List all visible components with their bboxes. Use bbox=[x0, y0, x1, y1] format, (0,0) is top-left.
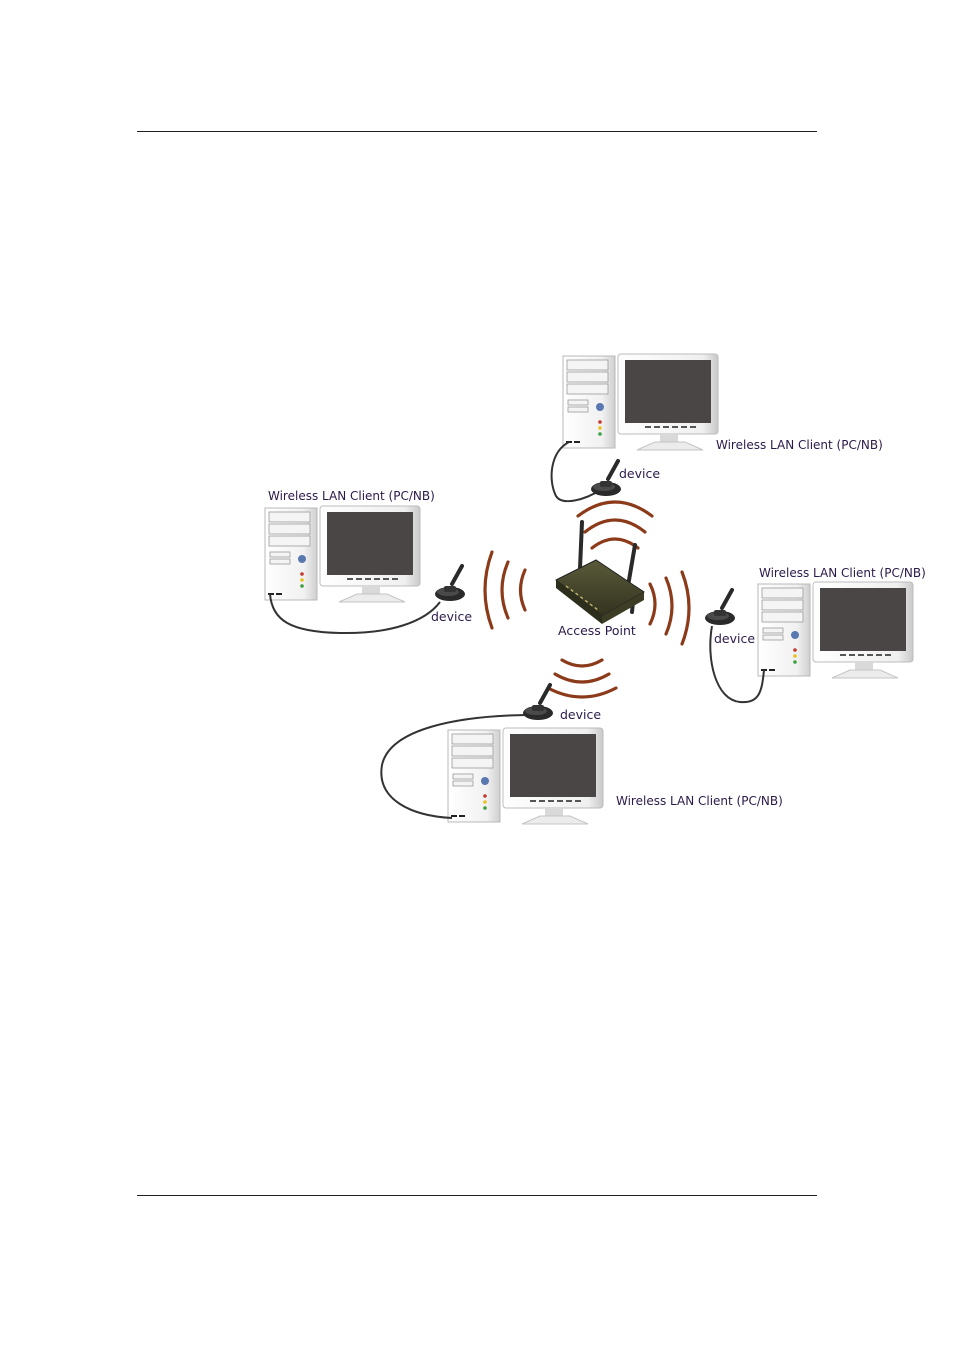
pc-tower-monitor bbox=[562, 353, 719, 451]
client-left-label: Wireless LAN Client (PC/NB) bbox=[268, 489, 435, 503]
usb-adapter bbox=[589, 459, 623, 498]
client-top-device-label: device bbox=[619, 466, 660, 481]
pc-tower-monitor bbox=[447, 727, 604, 825]
client-right-device-label: device bbox=[714, 631, 755, 646]
pc-tower-monitor bbox=[757, 581, 914, 679]
footer-rule bbox=[137, 1195, 817, 1196]
client-top bbox=[550, 353, 719, 503]
usb-adapter bbox=[703, 588, 737, 627]
access-point-router bbox=[555, 520, 645, 624]
access-point-label: Access Point bbox=[558, 623, 636, 638]
pc-tower-monitor bbox=[264, 505, 421, 603]
client-left-device-label: device bbox=[431, 609, 472, 624]
client-bottom-device-label: device bbox=[560, 707, 601, 722]
signal-waves bbox=[483, 500, 691, 699]
client-right bbox=[703, 581, 914, 704]
client-top-label: Wireless LAN Client (PC/NB) bbox=[716, 438, 883, 452]
usb-adapter bbox=[521, 683, 555, 722]
header-rule bbox=[137, 131, 817, 132]
usb-adapter bbox=[433, 564, 467, 603]
client-bottom-label: Wireless LAN Client (PC/NB) bbox=[616, 794, 783, 808]
client-left bbox=[264, 505, 467, 635]
client-bottom bbox=[380, 683, 604, 825]
client-right-label: Wireless LAN Client (PC/NB) bbox=[759, 566, 926, 580]
